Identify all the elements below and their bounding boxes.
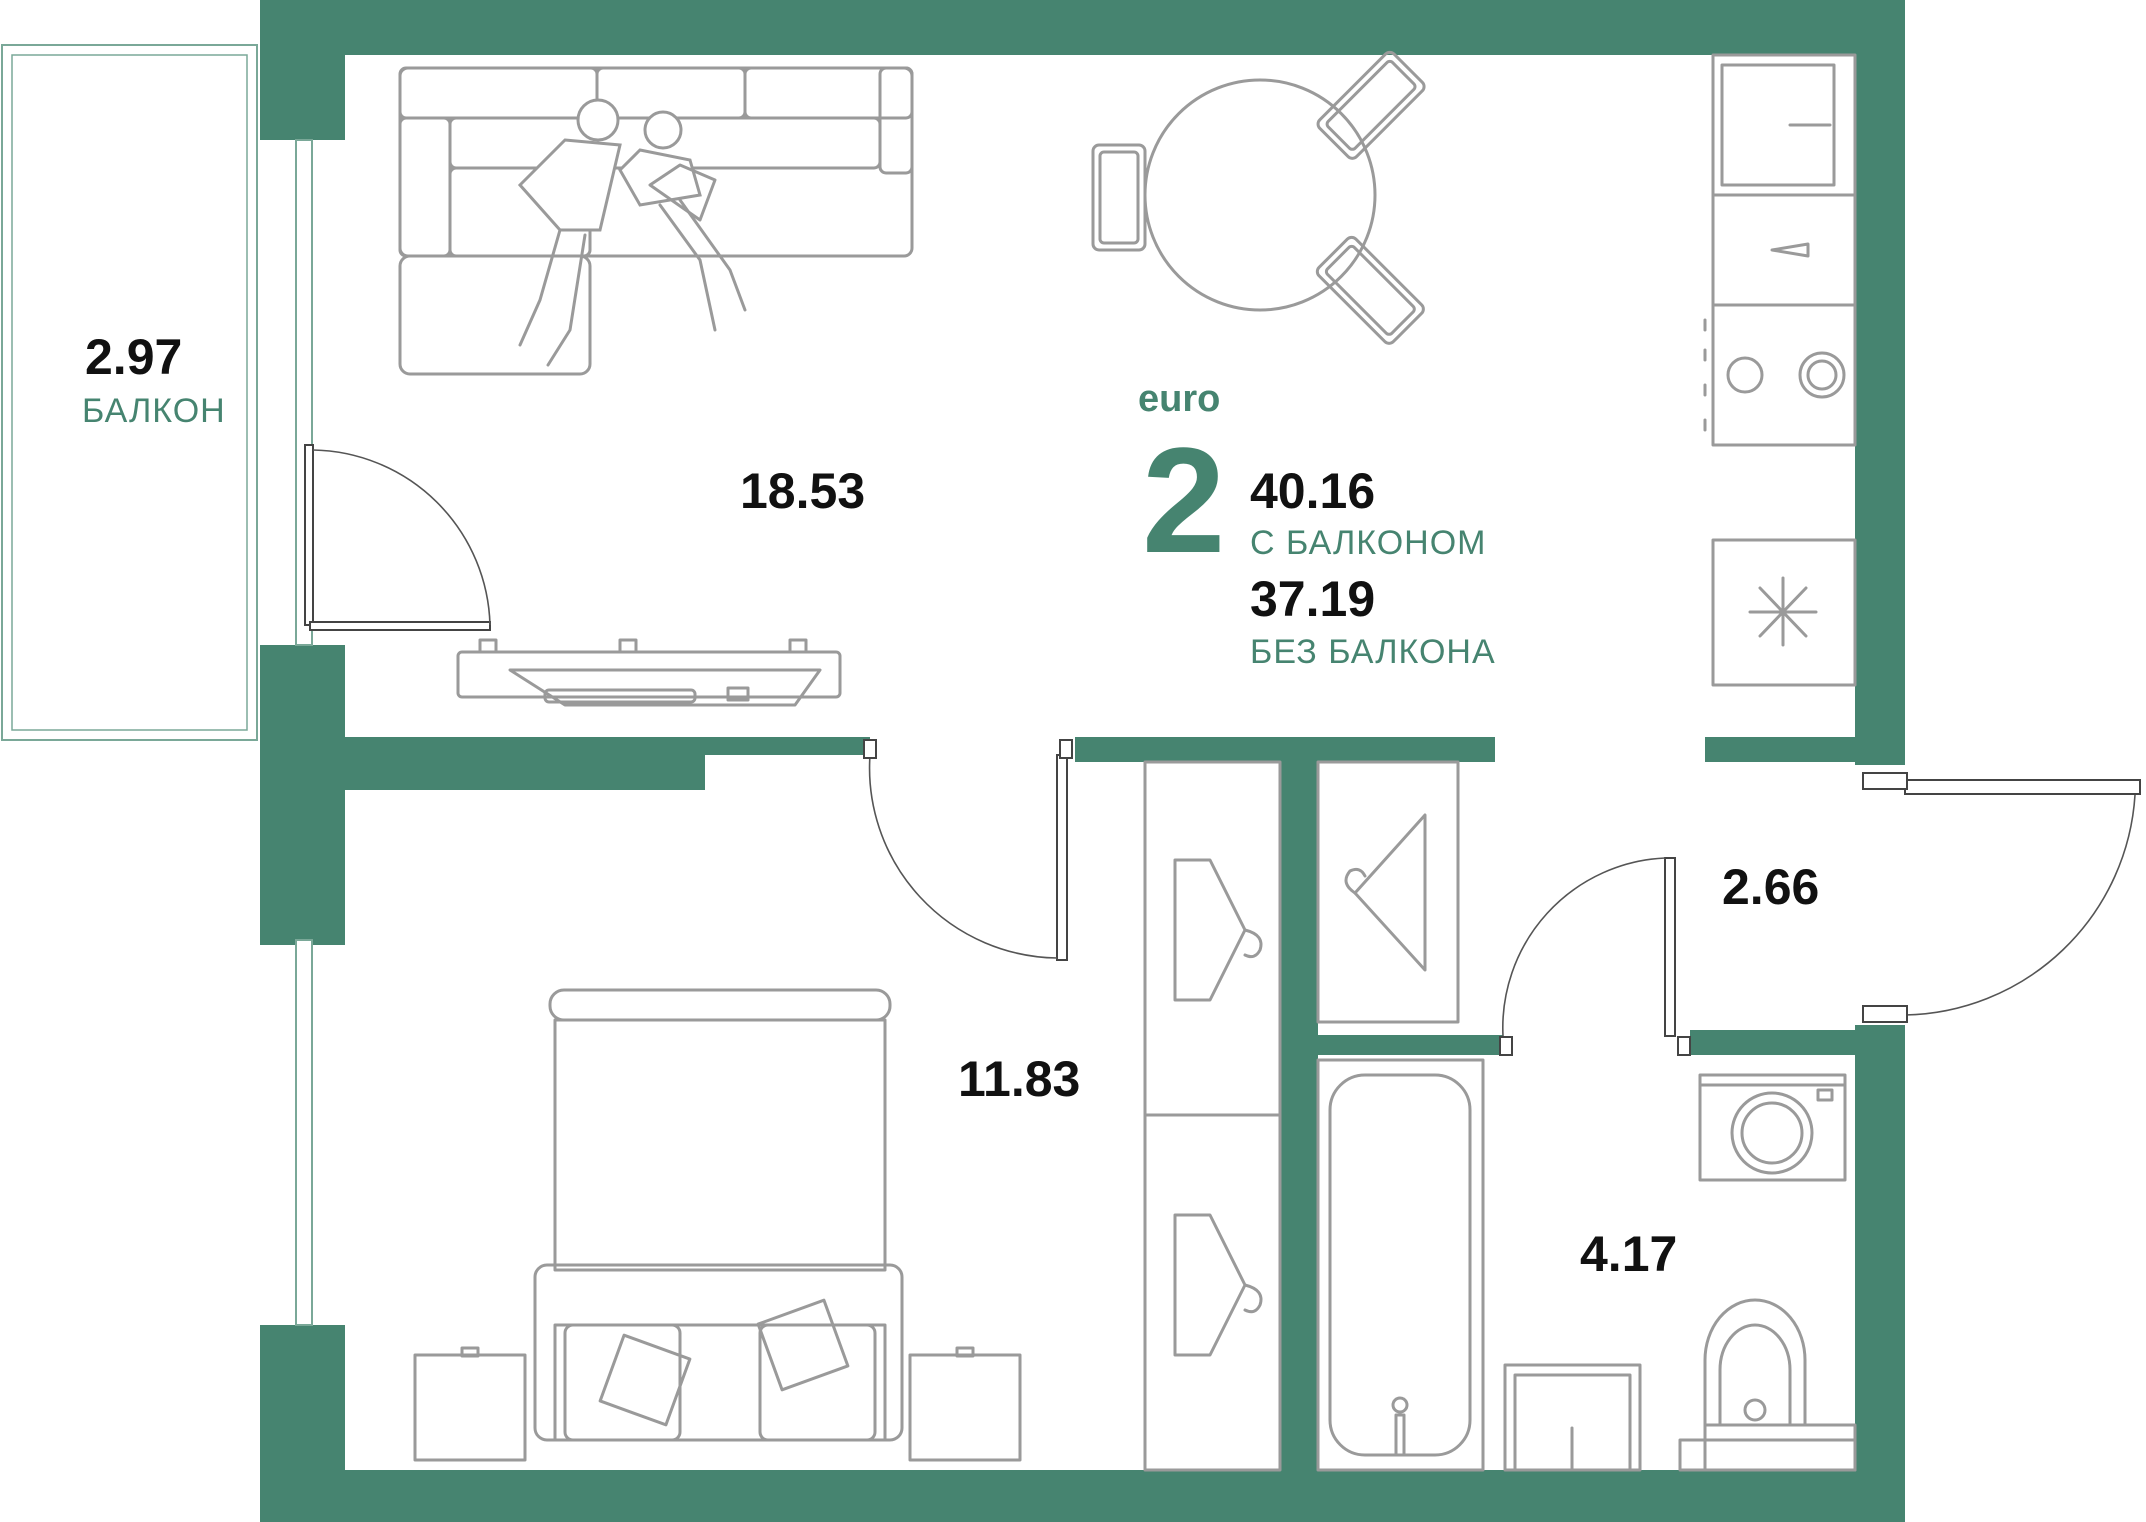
wardrobe-icon bbox=[1143, 760, 1282, 1472]
windows bbox=[295, 139, 313, 1326]
washing-machine-icon bbox=[1698, 1073, 1847, 1182]
kitchen-sink-icon bbox=[1711, 53, 1857, 307]
tv-icon bbox=[456, 638, 842, 707]
bedroom-door[interactable] bbox=[863, 739, 1073, 961]
nightstand-icon bbox=[413, 1346, 527, 1462]
room-count: 2 bbox=[1142, 416, 1226, 584]
nightstand-icon bbox=[908, 1346, 1022, 1462]
doors bbox=[304, 444, 2141, 1056]
bathroom-door[interactable] bbox=[1499, 857, 1691, 1056]
fridge-icon bbox=[1711, 538, 1857, 687]
entrance-door[interactable] bbox=[1862, 772, 2141, 1023]
bedroom-area: 11.83 bbox=[958, 1051, 1081, 1107]
bathroom-area: 4.17 bbox=[1580, 1226, 1678, 1282]
washbasin-icon bbox=[1503, 1363, 1642, 1472]
toilet-icon bbox=[1678, 1298, 1857, 1472]
area-no-balcony-caption: БЕЗ БАЛКОНА bbox=[1250, 633, 1496, 671]
euro-label: euro bbox=[1138, 378, 1221, 420]
walls bbox=[260, 0, 1905, 1522]
balcony bbox=[1, 44, 258, 741]
hall-area: 2.66 bbox=[1722, 859, 1820, 915]
people-icon bbox=[517, 98, 747, 367]
stove-icon bbox=[1703, 303, 1857, 447]
total-area-caption: С БАЛКОНОМ bbox=[1250, 524, 1487, 562]
balcony-label: БАЛКОН bbox=[82, 392, 226, 430]
living-room-area: 18.53 bbox=[740, 463, 866, 519]
bathtub-icon bbox=[1316, 1058, 1485, 1472]
dining-table-icon bbox=[1091, 50, 1426, 345]
wardrobe-icon bbox=[1316, 760, 1460, 1024]
balcony-door[interactable] bbox=[304, 444, 491, 631]
balcony-area: 2.97 bbox=[85, 329, 183, 385]
total-area: 40.16 bbox=[1250, 463, 1376, 519]
bed-icon bbox=[533, 988, 904, 1442]
area-no-balcony: 37.19 bbox=[1250, 571, 1376, 627]
